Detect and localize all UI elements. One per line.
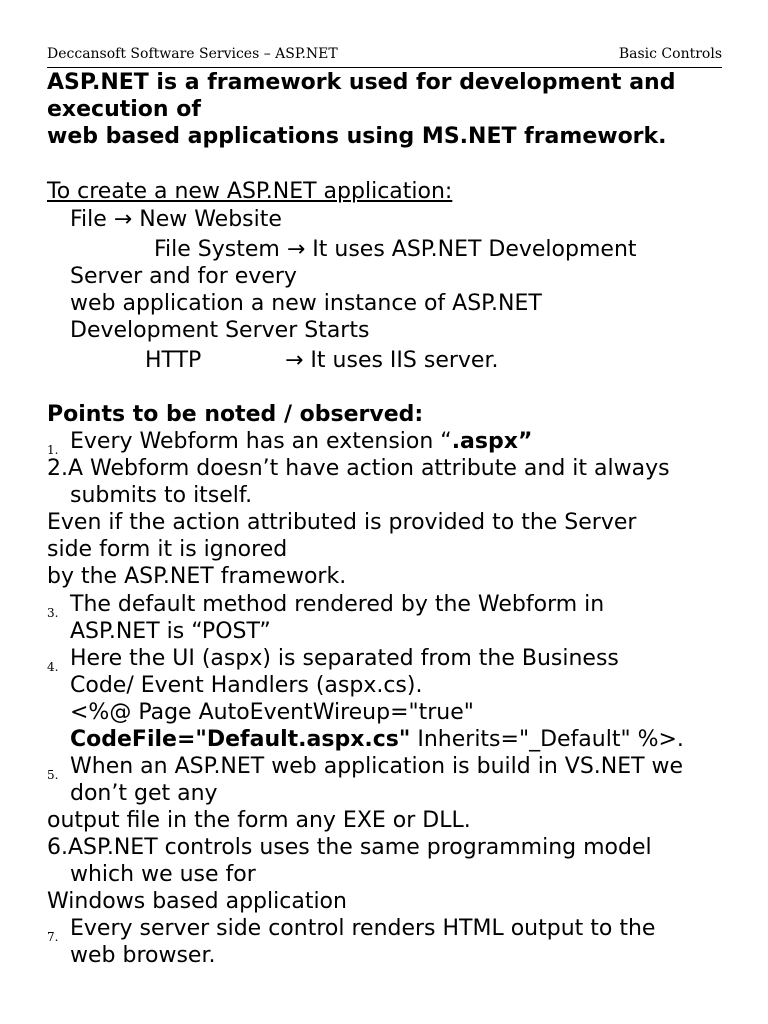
point-2-line-1: 2.A Webform doesn’t have action attribut…: [47, 456, 670, 481]
point-2-line-2: submits to itself.: [70, 483, 253, 508]
point-6-line-1: 6.ASP.NET controls uses the same program…: [47, 835, 652, 860]
point-4-code-line-1: <%@ Page AutoEventWireup="true": [70, 700, 474, 725]
intro-line-3: web based applications using MS.NET fram…: [47, 124, 667, 149]
intro-line-2: execution of: [47, 97, 201, 122]
point-number-1: 1.: [47, 443, 59, 457]
point-number-3: 3.: [47, 606, 59, 620]
point-3-line-2: ASP.NET is “POST”: [70, 619, 271, 644]
file-system-line: File System → It uses ASP.NET Developmen…: [154, 237, 637, 262]
point-1-extension: .aspx”: [451, 429, 533, 454]
point-3-line-1: The default method rendered by the Webfo…: [70, 592, 605, 617]
point-4-codefile: CodeFile="Default.aspx.cs": [70, 727, 411, 752]
point-4-line-1: Here the UI (aspx) is separated from the…: [70, 646, 619, 671]
header-rule: [47, 67, 722, 68]
file-system-line-4: Development Server Starts: [70, 318, 370, 343]
create-heading: To create a new ASP.NET application:: [47, 179, 453, 204]
point-4-code-line-2: CodeFile="Default.aspx.cs" Inherits="_De…: [70, 727, 684, 753]
point-number-5: 5.: [47, 768, 59, 782]
file-system-line-2: Server and for every: [70, 264, 297, 289]
point-4-line-2: Code/ Event Handlers (aspx.cs).: [70, 673, 423, 698]
http-label: HTTP: [145, 348, 202, 373]
http-description: → It uses IIS server.: [285, 348, 499, 373]
intro-line-1: ASP.NET is a framework used for developm…: [47, 70, 676, 95]
file-system-line-3: web application a new instance of ASP.NE…: [70, 291, 542, 316]
header-left: Deccansoft Software Services – ASP.NET: [47, 46, 338, 62]
point-7-line-2: web browser.: [70, 943, 216, 968]
point-5-line-1: When an ASP.NET web application is build…: [70, 754, 684, 779]
point-5-line-3: output file in the form any EXE or DLL.: [47, 808, 471, 833]
point-4-inherits: Inherits="_Default" %>.: [410, 727, 684, 752]
point-number-4: 4.: [47, 660, 59, 674]
point-2-line-4: side form it is ignored: [47, 537, 288, 562]
point-2-line-5: by the ASP.NET framework.: [47, 564, 347, 589]
running-header: Deccansoft Software Services – ASP.NET B…: [47, 46, 722, 68]
header-right: Basic Controls: [618, 46, 722, 62]
points-heading: Points to be noted / observed:: [47, 402, 424, 427]
point-5-line-2: don’t get any: [70, 781, 218, 806]
point-7-line-1: Every server side control renders HTML o…: [70, 916, 656, 941]
point-6-line-2: which we use for: [70, 862, 256, 887]
point-2-line-3: Even if the action attributed is provide…: [47, 510, 637, 535]
point-1: Every Webform has an extension “.aspx”: [70, 429, 532, 455]
point-6-line-3: Windows based application: [47, 889, 347, 914]
file-new-website: File → New Website: [70, 207, 282, 232]
point-number-7: 7.: [47, 930, 59, 944]
point-1-text: Every Webform has an extension “: [70, 429, 452, 454]
